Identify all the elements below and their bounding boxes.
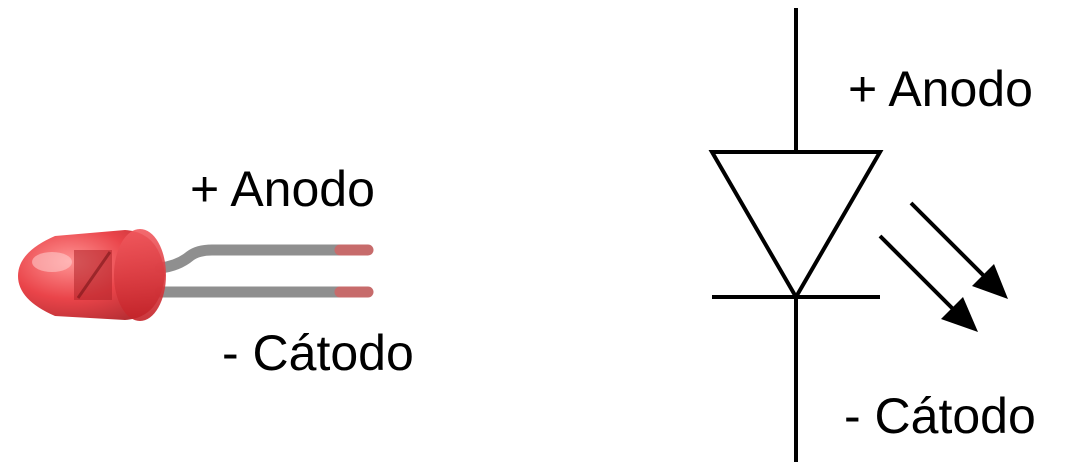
led-schematic-symbol — [708, 8, 1008, 462]
light-emission-arrow-lower — [878, 234, 978, 332]
symbol-anode-label: + Anodo — [848, 61, 1033, 117]
diode-triangle — [708, 150, 884, 301]
symbol-cathode-label: - Cátodo — [844, 388, 1036, 444]
light-emission-arrow-upper — [909, 201, 1008, 299]
anode-lead — [154, 244, 374, 274]
photo-anode-label: + Anodo — [190, 161, 375, 217]
led-component-illustration — [18, 229, 374, 321]
led-body — [18, 229, 166, 321]
photo-cathode-label: - Cátodo — [222, 325, 414, 381]
